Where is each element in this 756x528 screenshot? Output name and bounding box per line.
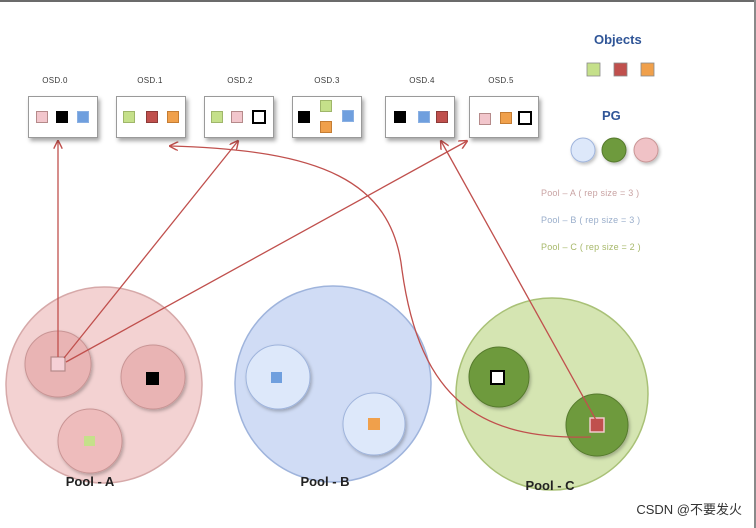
top-frame-border bbox=[0, 0, 756, 2]
osd-label-0: OSD.0 bbox=[42, 76, 68, 85]
osd4-object-black bbox=[394, 111, 406, 123]
osd4-object-blue bbox=[418, 111, 430, 123]
osd3-object-orange bbox=[320, 121, 332, 133]
legend-pool-c: Pool – C ( rep size = 2 ) bbox=[541, 242, 641, 252]
pool-b-object-blue bbox=[271, 372, 282, 383]
pool-c-label: Pool - C bbox=[525, 478, 575, 493]
osd-label-1: OSD.1 bbox=[137, 76, 163, 85]
legend-pg-green bbox=[601, 137, 627, 163]
osd4-object-red bbox=[436, 111, 448, 123]
osd0-object-black bbox=[56, 111, 68, 123]
legend-pool-a: Pool – A ( rep size = 3 ) bbox=[541, 188, 640, 198]
osd-label-3: OSD.3 bbox=[314, 76, 340, 85]
legend-object-green bbox=[586, 62, 601, 77]
watermark: CSDN @不要发火 bbox=[636, 502, 742, 517]
osd2-object-white bbox=[252, 110, 266, 124]
osd1-object-orange bbox=[167, 111, 179, 123]
arrow-to-osd1 bbox=[170, 146, 592, 438]
pool-a-object-green bbox=[84, 436, 95, 446]
right-frame-border bbox=[754, 0, 756, 528]
osd-box-4 bbox=[385, 96, 455, 138]
osd-label-5: OSD.5 bbox=[488, 76, 514, 85]
legend-pg-title: PG bbox=[602, 108, 621, 123]
osd-label-2: OSD.2 bbox=[227, 76, 253, 85]
pool-b-object-orange bbox=[368, 418, 380, 430]
osd5-object-pink bbox=[479, 113, 491, 125]
arrow-to-osd4 bbox=[441, 141, 597, 421]
osd3-object-green bbox=[320, 100, 332, 112]
osd-label-4: OSD.4 bbox=[409, 76, 435, 85]
osd1-object-red bbox=[146, 111, 158, 123]
legend-pool-b: Pool – B ( rep size = 3 ) bbox=[541, 215, 641, 225]
osd-box-2 bbox=[204, 96, 274, 138]
legend-objects-title: Objects bbox=[594, 32, 642, 47]
osd0-object-pink bbox=[36, 111, 48, 123]
legend-object-red bbox=[613, 62, 628, 77]
legend-pg-pink bbox=[633, 137, 659, 163]
pool-b-label: Pool - B bbox=[300, 474, 350, 489]
arrow-to-osd5 bbox=[65, 141, 467, 363]
osd0-object-blue bbox=[77, 111, 89, 123]
osd-box-1 bbox=[116, 96, 186, 138]
osd2-object-green bbox=[211, 111, 223, 123]
osd3-object-blue bbox=[342, 110, 354, 122]
pool-c-object-white bbox=[490, 370, 505, 385]
osd2-object-pink bbox=[231, 111, 243, 123]
osd-box-0 bbox=[28, 96, 98, 138]
osd5-object-orange bbox=[500, 112, 512, 124]
osd-box-5 bbox=[469, 96, 539, 138]
legend-object-orange bbox=[640, 62, 655, 77]
legend-pg-blue bbox=[570, 137, 596, 163]
osd1-object-green bbox=[123, 111, 135, 123]
osd-box-3 bbox=[292, 96, 362, 138]
pool-a-object-black bbox=[146, 372, 159, 385]
arrow-to-osd2 bbox=[63, 141, 238, 359]
pool-a-label: Pool - A bbox=[65, 474, 115, 489]
osd5-object-white bbox=[518, 111, 532, 125]
pool-a-object-pink bbox=[50, 356, 66, 372]
osd3-object-black bbox=[298, 111, 310, 123]
pool-c-object-red bbox=[589, 417, 605, 433]
